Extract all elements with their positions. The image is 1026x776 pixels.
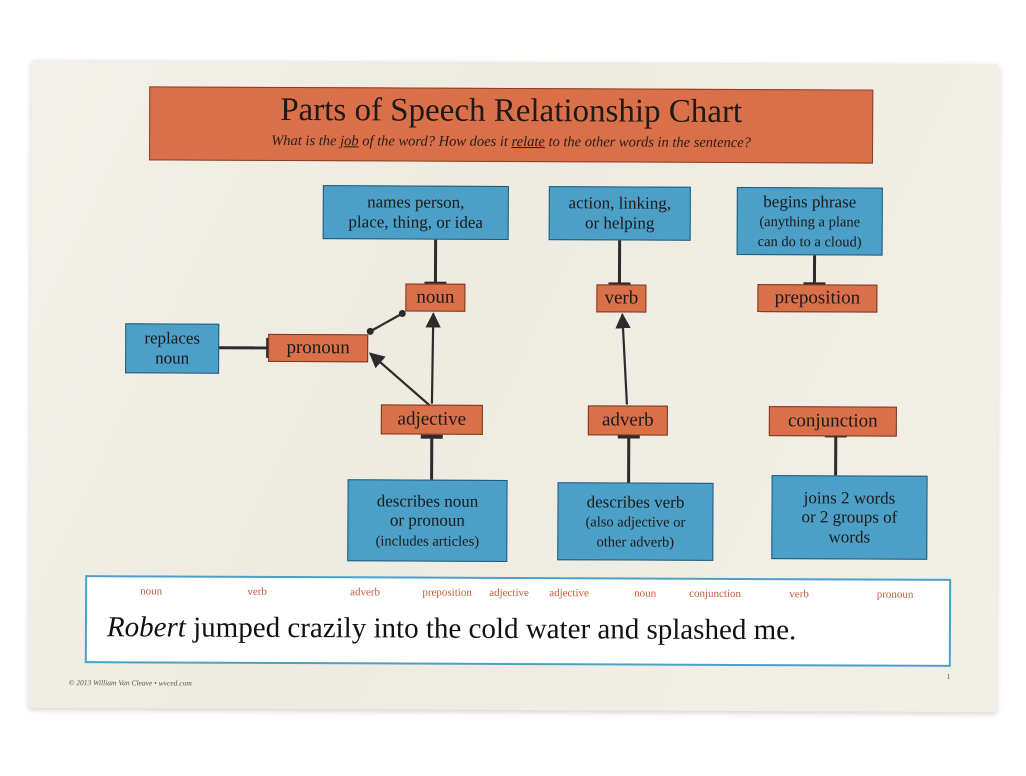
pronoun-noun-link xyxy=(369,312,403,333)
sentence-tag: verb xyxy=(247,585,267,598)
example-sentence: Robert jumped crazily into the cold wate… xyxy=(106,611,797,647)
verb-label: verb xyxy=(596,284,647,313)
sentence-tag: adjective xyxy=(549,587,589,600)
noun-definition: names person,place, thing, or idea xyxy=(322,185,509,240)
noun-label: noun xyxy=(405,283,466,312)
adjective-label: adjective xyxy=(380,404,483,435)
sentence-tag: noun xyxy=(634,587,657,600)
link-dot-pronoun xyxy=(366,327,374,335)
sentence-tag: pronoun xyxy=(876,588,914,601)
page-number: 1 xyxy=(946,671,951,681)
link-dot-noun xyxy=(398,310,406,318)
conjunction-label: conjunction xyxy=(768,406,897,437)
sentence-tag: verb xyxy=(789,588,809,601)
adjective-to-noun-arrow xyxy=(425,312,441,404)
copyright-notice: © 2013 William Van Cleave • wvced.com xyxy=(68,678,192,688)
sentence-tag: adjective xyxy=(489,586,529,600)
preposition-label: preposition xyxy=(757,284,878,313)
sentence-tag: preposition xyxy=(422,586,472,599)
sentence-tag: noun xyxy=(140,585,163,598)
example-sentence-box: noun verb adverb preposition adjective a… xyxy=(84,575,952,667)
poster: Parts of Speech Relationship Chart What … xyxy=(28,59,1000,713)
sentence-tag: adverb xyxy=(350,586,381,599)
sentence-tag: conjunction xyxy=(689,587,742,600)
verb-definition: action, linking,or helping xyxy=(548,186,691,241)
pronoun-label: pronoun xyxy=(268,333,369,363)
adverb-to-verb-arrow xyxy=(615,312,631,405)
adverb-label: adverb xyxy=(587,405,668,436)
adjective-to-pronoun-arrow xyxy=(368,352,431,407)
